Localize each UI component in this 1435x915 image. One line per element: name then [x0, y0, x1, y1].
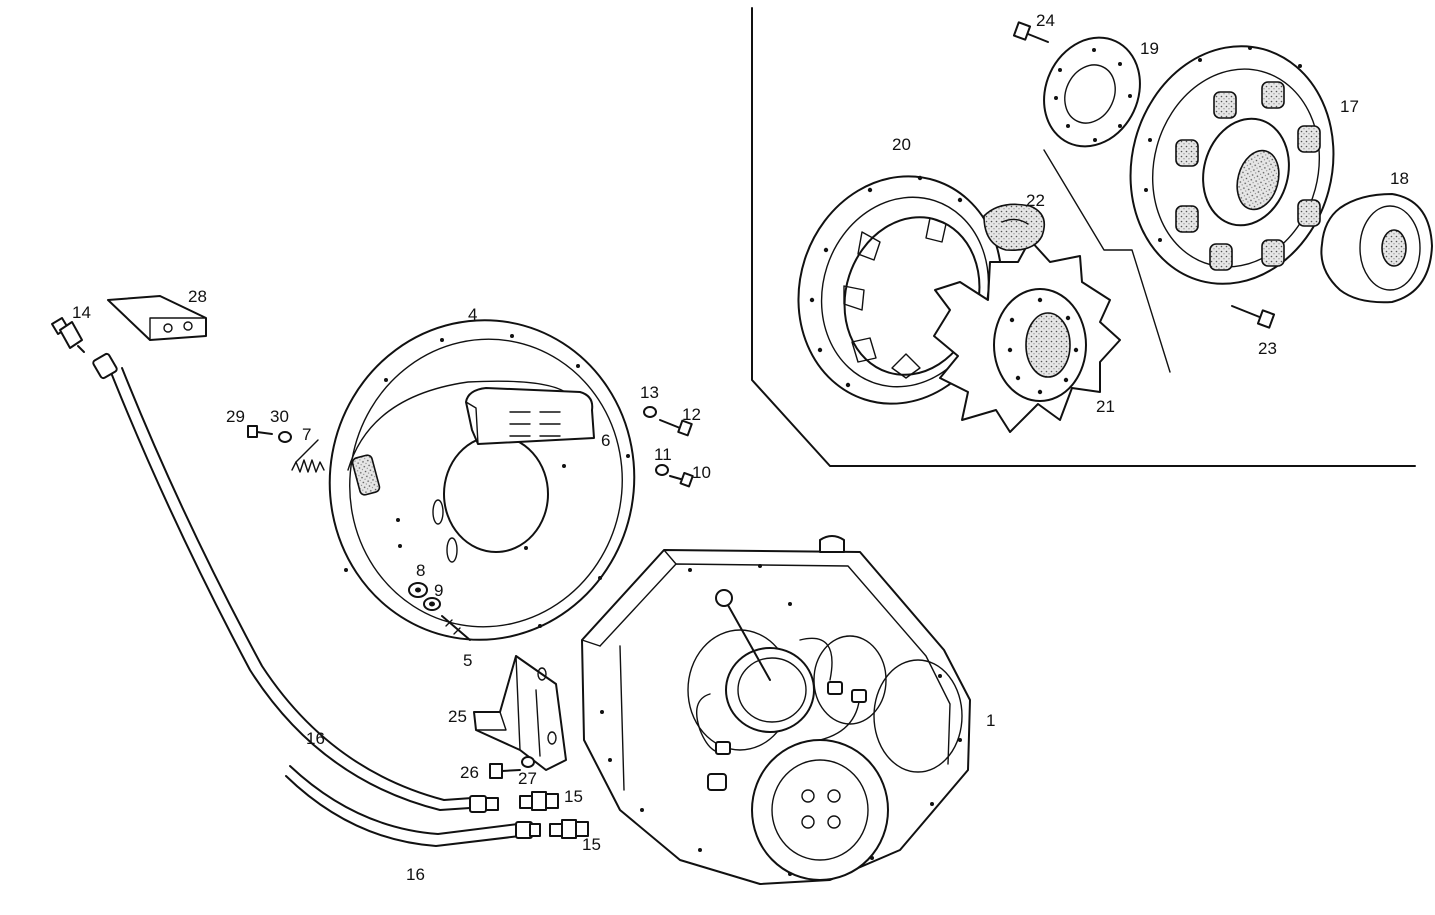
callout-27: 27 [518, 769, 537, 788]
callout-11: 11 [654, 445, 672, 464]
callout-16-upper: 16 [306, 729, 325, 748]
part-11-washer [655, 464, 669, 476]
part-18-hub [1320, 193, 1433, 304]
callout-29: 29 [226, 407, 245, 426]
callout-24: 24 [1036, 11, 1055, 30]
part-14-fitting [51, 317, 85, 353]
part-17-coupling-housing [1129, 45, 1335, 285]
callout-21: 21 [1096, 397, 1115, 416]
callout-30: 30 [270, 407, 289, 426]
part-16-hose-long [92, 352, 499, 813]
callout-25: 25 [448, 707, 467, 726]
part-29-bolt [247, 425, 273, 438]
part-15-fitting-upper [519, 791, 559, 811]
part-1-gearbox-housing [581, 535, 971, 885]
callout-14: 14 [72, 303, 91, 322]
callout-7: 7 [302, 425, 311, 444]
callout-15-upper: 15 [564, 787, 583, 806]
callout-labels: 1 4 5 6 7 8 9 10 11 12 13 14 15 15 16 16… [72, 11, 1409, 884]
part-9-washer [423, 597, 441, 611]
callout-5: 5 [463, 651, 472, 670]
part-7-spring [291, 439, 325, 473]
callout-16-lower: 16 [406, 865, 425, 884]
callout-26: 26 [460, 763, 479, 782]
inset-frame [751, 7, 1416, 467]
part-6-cover-plate [465, 387, 595, 445]
callout-13: 13 [640, 383, 659, 402]
part-15-fitting-lower [549, 819, 589, 839]
callout-10: 10 [692, 463, 711, 482]
part-22-rubber-block [983, 203, 1046, 252]
callout-19: 19 [1140, 39, 1159, 58]
callout-6: 6 [601, 431, 610, 450]
part-5-stud [441, 615, 471, 641]
inset-guide-line [1043, 149, 1171, 373]
part-13-washer [643, 406, 657, 418]
callout-4: 4 [468, 305, 477, 324]
part-12-bolt [659, 419, 693, 437]
callout-15-lower: 15 [582, 835, 601, 854]
part-26-bolt [489, 763, 521, 779]
callout-22: 22 [1026, 191, 1045, 210]
callout-18: 18 [1390, 169, 1409, 188]
callout-1: 1 [986, 711, 995, 730]
part-19-disc [1043, 36, 1141, 148]
callout-28: 28 [188, 287, 207, 306]
part-28-bracket [107, 295, 207, 341]
part-4-adaptor-plate [328, 319, 636, 641]
part-21-star-hub [933, 239, 1121, 433]
part-16-hose-short [285, 765, 541, 847]
callout-17: 17 [1340, 97, 1359, 116]
part-8-washer [408, 582, 428, 598]
part-30-washer [278, 431, 292, 443]
callout-8: 8 [416, 561, 425, 580]
part-23-bolt [1231, 305, 1276, 329]
part-27-washer [521, 756, 535, 768]
part-10-bolt [669, 471, 694, 488]
callout-9: 9 [434, 581, 443, 600]
callout-12: 12 [682, 405, 701, 424]
part-25-mounting-bracket [473, 655, 567, 771]
part-24-bolt [1012, 21, 1049, 43]
callout-23: 23 [1258, 339, 1277, 358]
callout-20: 20 [892, 135, 911, 154]
